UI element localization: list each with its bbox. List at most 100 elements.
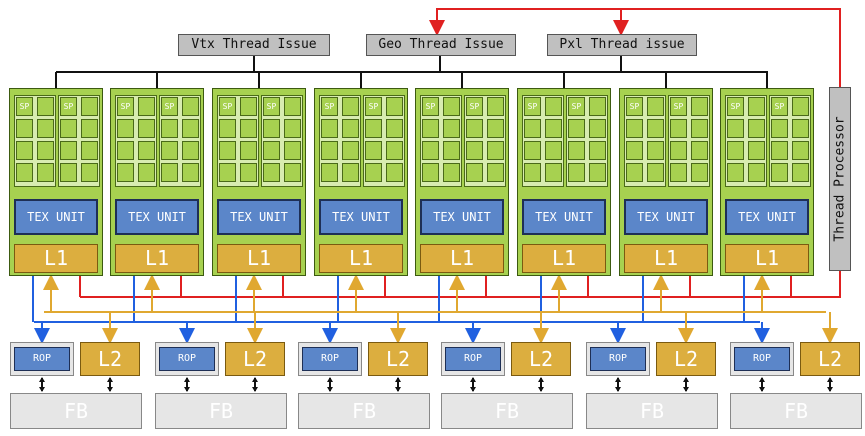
geo-thread-issue-label: Geo Thread Issue	[378, 37, 504, 52]
rop-block-5: ROP	[586, 342, 650, 376]
sp-core	[487, 97, 504, 116]
sp-core	[386, 163, 403, 182]
geo-thread-issue-block: Geo Thread Issue	[366, 34, 516, 56]
sp-core	[138, 97, 155, 116]
sp-core	[16, 141, 33, 160]
sp-core	[117, 141, 134, 160]
sp-label: SP	[161, 97, 178, 116]
frame-buffer-6: FB	[730, 393, 862, 429]
sp-core	[568, 141, 585, 160]
sp-core	[466, 119, 483, 138]
tex-unit: TEX UNIT	[217, 199, 301, 235]
sp-core	[691, 141, 708, 160]
l2-cache-4: L2	[511, 342, 571, 376]
sp-core	[240, 119, 257, 138]
l1-cache: L1	[319, 244, 403, 273]
thread-processor-label: Thread Processor	[832, 116, 848, 242]
sp-core	[263, 119, 280, 138]
l1-cache: L1	[522, 244, 606, 273]
sp-core	[589, 97, 606, 116]
frame-buffer-1: FB	[10, 393, 142, 429]
sp-array: SP	[115, 95, 157, 187]
sp-core	[60, 163, 77, 182]
sp-core	[443, 119, 460, 138]
l2-cache-3: L2	[368, 342, 428, 376]
sp-core	[386, 141, 403, 160]
sp-core	[487, 119, 504, 138]
sp-core	[748, 163, 765, 182]
sp-core	[443, 97, 460, 116]
sp-core	[466, 141, 483, 160]
sp-label: SP	[263, 97, 280, 116]
vtx-thread-issue-block: Vtx Thread Issue	[178, 34, 330, 56]
sp-core	[81, 119, 98, 138]
sp-core	[182, 119, 199, 138]
frame-buffer-5: FB	[586, 393, 718, 429]
sp-core	[321, 163, 338, 182]
sp-array: SP	[217, 95, 259, 187]
sp-core	[545, 97, 562, 116]
thread-processor-feed	[429, 8, 841, 87]
sp-core	[589, 163, 606, 182]
sp-core	[422, 141, 439, 160]
sp-core	[691, 97, 708, 116]
sp-core	[670, 163, 687, 182]
rop-unit: ROP	[159, 347, 215, 371]
sp-core	[240, 97, 257, 116]
rop-block-1: ROP	[10, 342, 74, 376]
sp-core	[568, 163, 585, 182]
l1-cache: L1	[14, 244, 98, 273]
fb-link-arrow	[395, 377, 401, 392]
sp-core	[771, 119, 788, 138]
sp-label: SP	[365, 97, 382, 116]
sp-core	[60, 119, 77, 138]
frame-buffer-2: FB	[155, 393, 287, 429]
sp-core	[487, 163, 504, 182]
sp-core	[727, 141, 744, 160]
sp-array: SP	[725, 95, 767, 187]
sp-core	[161, 163, 178, 182]
l1-cache: L1	[217, 244, 301, 273]
sp-core	[386, 97, 403, 116]
sp-core	[161, 119, 178, 138]
sp-core	[545, 163, 562, 182]
sp-core	[219, 141, 236, 160]
sp-core	[748, 97, 765, 116]
sp-core	[524, 163, 541, 182]
sp-core	[524, 119, 541, 138]
tex-unit: TEX UNIT	[624, 199, 708, 235]
sp-array: SP	[14, 95, 56, 187]
l1-cache: L1	[624, 244, 708, 273]
sp-core	[647, 163, 664, 182]
sp-array: SP	[624, 95, 666, 187]
sp-core	[792, 97, 809, 116]
sp-label: SP	[670, 97, 687, 116]
sp-array: SP	[261, 95, 303, 187]
sp-core	[422, 163, 439, 182]
sp-core	[240, 141, 257, 160]
sp-core	[81, 141, 98, 160]
sp-core	[748, 141, 765, 160]
fb-link-arrow	[759, 377, 765, 392]
sp-core	[16, 163, 33, 182]
tex-unit: TEX UNIT	[319, 199, 403, 235]
thread-processor-block: Thread Processor	[829, 87, 851, 271]
frame-buffer-4: FB	[441, 393, 573, 429]
l2-cache-2: L2	[225, 342, 285, 376]
sp-core	[263, 141, 280, 160]
fb-link-arrow	[827, 377, 833, 392]
sp-label: SP	[727, 97, 744, 116]
sp-core	[647, 119, 664, 138]
sp-core	[691, 163, 708, 182]
sp-array: SP	[363, 95, 405, 187]
sp-array: SP	[464, 95, 506, 187]
sp-core	[647, 141, 664, 160]
sp-core	[626, 119, 643, 138]
sp-core	[37, 141, 54, 160]
